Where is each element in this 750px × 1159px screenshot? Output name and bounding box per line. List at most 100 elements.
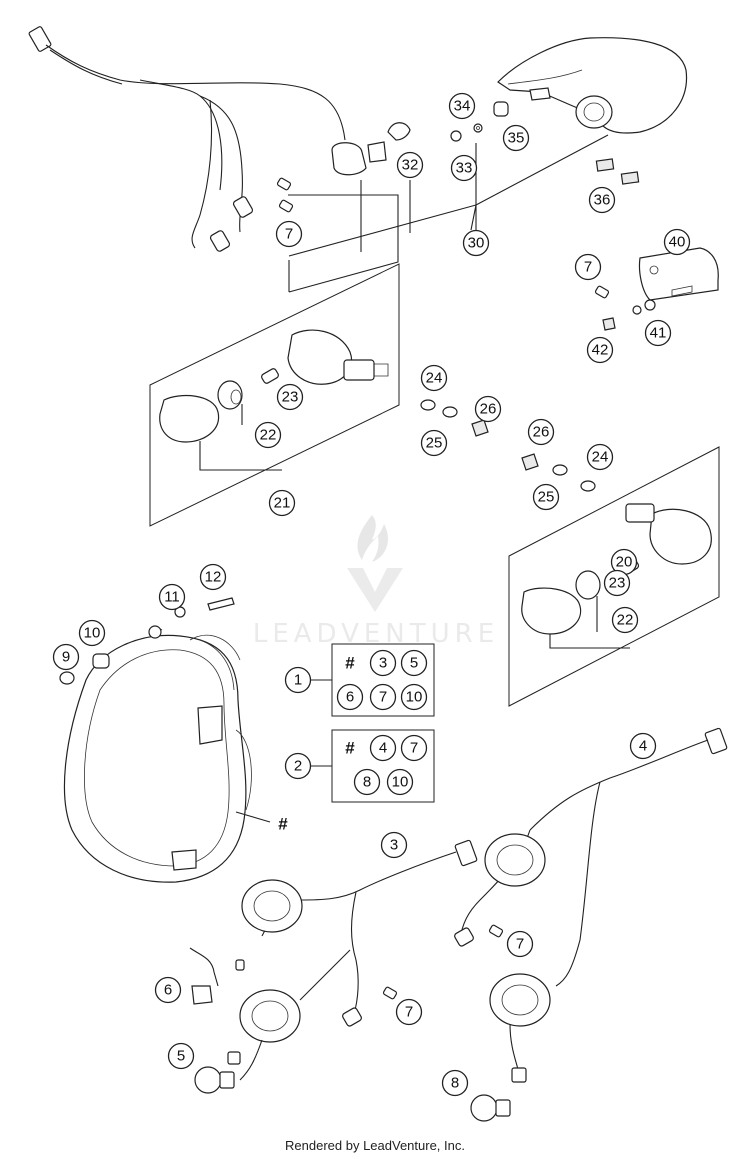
callout-10: 10 — [78, 619, 106, 647]
callout-label: 41 — [650, 325, 667, 342]
callout-label: 7 — [516, 936, 524, 953]
callout-40: 40 — [663, 228, 691, 256]
callout-label: 8 — [451, 1075, 459, 1092]
callout-label: 22 — [260, 427, 277, 444]
kit-item-label: 10 — [406, 689, 423, 706]
callout-label: 10 — [84, 625, 101, 642]
callout-9: 9 — [52, 643, 80, 671]
callout-11: 11 — [158, 583, 186, 611]
callout-7: 7 — [275, 220, 303, 248]
callout-label: 9 — [62, 649, 70, 666]
kit-item-label: 7 — [410, 740, 418, 757]
callout-23: 23 — [603, 569, 631, 597]
callout-26: 26 — [474, 395, 502, 423]
turn-signal-box-20 — [508, 446, 720, 707]
watermark: LEADVENTURE — [253, 515, 494, 649]
callout-22: 22 — [611, 606, 639, 634]
kit-item-label: 5 — [410, 655, 418, 672]
callout-label: 22 — [617, 612, 634, 629]
callout-24: 24 — [420, 364, 448, 392]
callout-label: 25 — [538, 489, 555, 506]
kit-1-item-10: 10 — [400, 683, 428, 711]
callout-label: 35 — [508, 130, 525, 147]
kit-2-item-8: 8 — [353, 768, 381, 796]
callout-30: 30 — [462, 229, 490, 257]
callout-label: 23 — [282, 389, 299, 406]
kit-1-hash: # — [345, 654, 355, 673]
kit-item-label: 10 — [392, 774, 409, 791]
license-light — [594, 247, 719, 331]
headlight-assembly — [59, 597, 271, 883]
kit-box-2: # — [310, 729, 435, 803]
kit-item-label: 3 — [379, 655, 387, 672]
kit-item-label: 4 — [379, 740, 387, 757]
footer-credit: Rendered by LeadVenture, Inc. — [285, 1138, 465, 1153]
callout-label: 40 — [669, 234, 686, 251]
callout-5: 5 — [167, 1042, 195, 1070]
callout-label: 32 — [402, 157, 419, 174]
callout-label: 12 — [205, 569, 222, 586]
kit-1-item-5: 5 — [400, 649, 428, 677]
callout-24: 24 — [586, 443, 614, 471]
callout-label: 4 — [639, 738, 647, 755]
watermark-flame-icon — [357, 515, 388, 562]
callout-34: 34 — [448, 92, 476, 120]
tail-light — [450, 37, 688, 185]
callout-label: 11 — [164, 589, 180, 606]
callout-2: 2 — [284, 752, 312, 780]
headlight-harness-4 — [454, 727, 728, 1122]
callout-label: 34 — [454, 98, 471, 115]
callout-8: 8 — [441, 1069, 469, 1097]
kit-2-item-4: 4 — [369, 734, 397, 762]
callout-4: 4 — [629, 732, 657, 760]
kit-item-label: 7 — [379, 689, 387, 706]
callout-12: 12 — [199, 563, 227, 591]
callout-41: 41 — [644, 319, 672, 347]
callout-label: 26 — [480, 401, 497, 418]
headlight-harness-3 — [189, 839, 478, 1094]
callout-32: 32 — [396, 151, 424, 179]
callout-33: 33 — [450, 154, 478, 182]
callout-label: 1 — [294, 672, 302, 689]
callout-label: 24 — [592, 449, 609, 466]
kit-2-hash: # — [345, 739, 355, 758]
kit-2-item-10: 10 — [386, 768, 414, 796]
callout-label: 7 — [405, 1004, 413, 1021]
callout-42: 42 — [586, 336, 614, 364]
callout-36: 36 — [588, 186, 616, 214]
fastener-set — [420, 399, 596, 492]
kit-1-item-6: 6 — [336, 683, 364, 711]
callout-label: 26 — [533, 424, 550, 441]
callout-label: 5 — [177, 1048, 185, 1065]
callout-21: 21 — [268, 489, 296, 517]
callout-7: 7 — [506, 930, 534, 958]
kit-2-item-7: 7 — [400, 734, 428, 762]
callout-label: 42 — [592, 342, 609, 359]
callout-label: 3 — [390, 837, 398, 854]
headlight-marker: # — [278, 815, 288, 834]
kit-box-1: # — [310, 643, 435, 717]
callout-6: 6 — [154, 976, 182, 1004]
kit-1-item-3: 3 — [369, 649, 397, 677]
callout-label: 20 — [616, 554, 633, 571]
callout-25: 25 — [420, 429, 448, 457]
turn-signal-box-21 — [149, 263, 400, 527]
callout-label: 21 — [274, 495, 291, 512]
callout-label: 7 — [584, 259, 592, 276]
kit-item-label: 8 — [363, 774, 371, 791]
callout-7: 7 — [395, 998, 423, 1026]
callout-25: 25 — [532, 483, 560, 511]
callout-7: 7 — [574, 253, 602, 281]
callout-1: 1 — [284, 666, 312, 694]
callout-label: 6 — [164, 982, 172, 999]
callout-26: 26 — [527, 418, 555, 446]
callout-label: 24 — [426, 370, 443, 387]
callout-35: 35 — [502, 124, 530, 152]
watermark-v-icon — [347, 568, 403, 612]
callout-22: 22 — [254, 421, 282, 449]
callout-label: 33 — [456, 160, 473, 177]
callout-23: 23 — [276, 383, 304, 411]
